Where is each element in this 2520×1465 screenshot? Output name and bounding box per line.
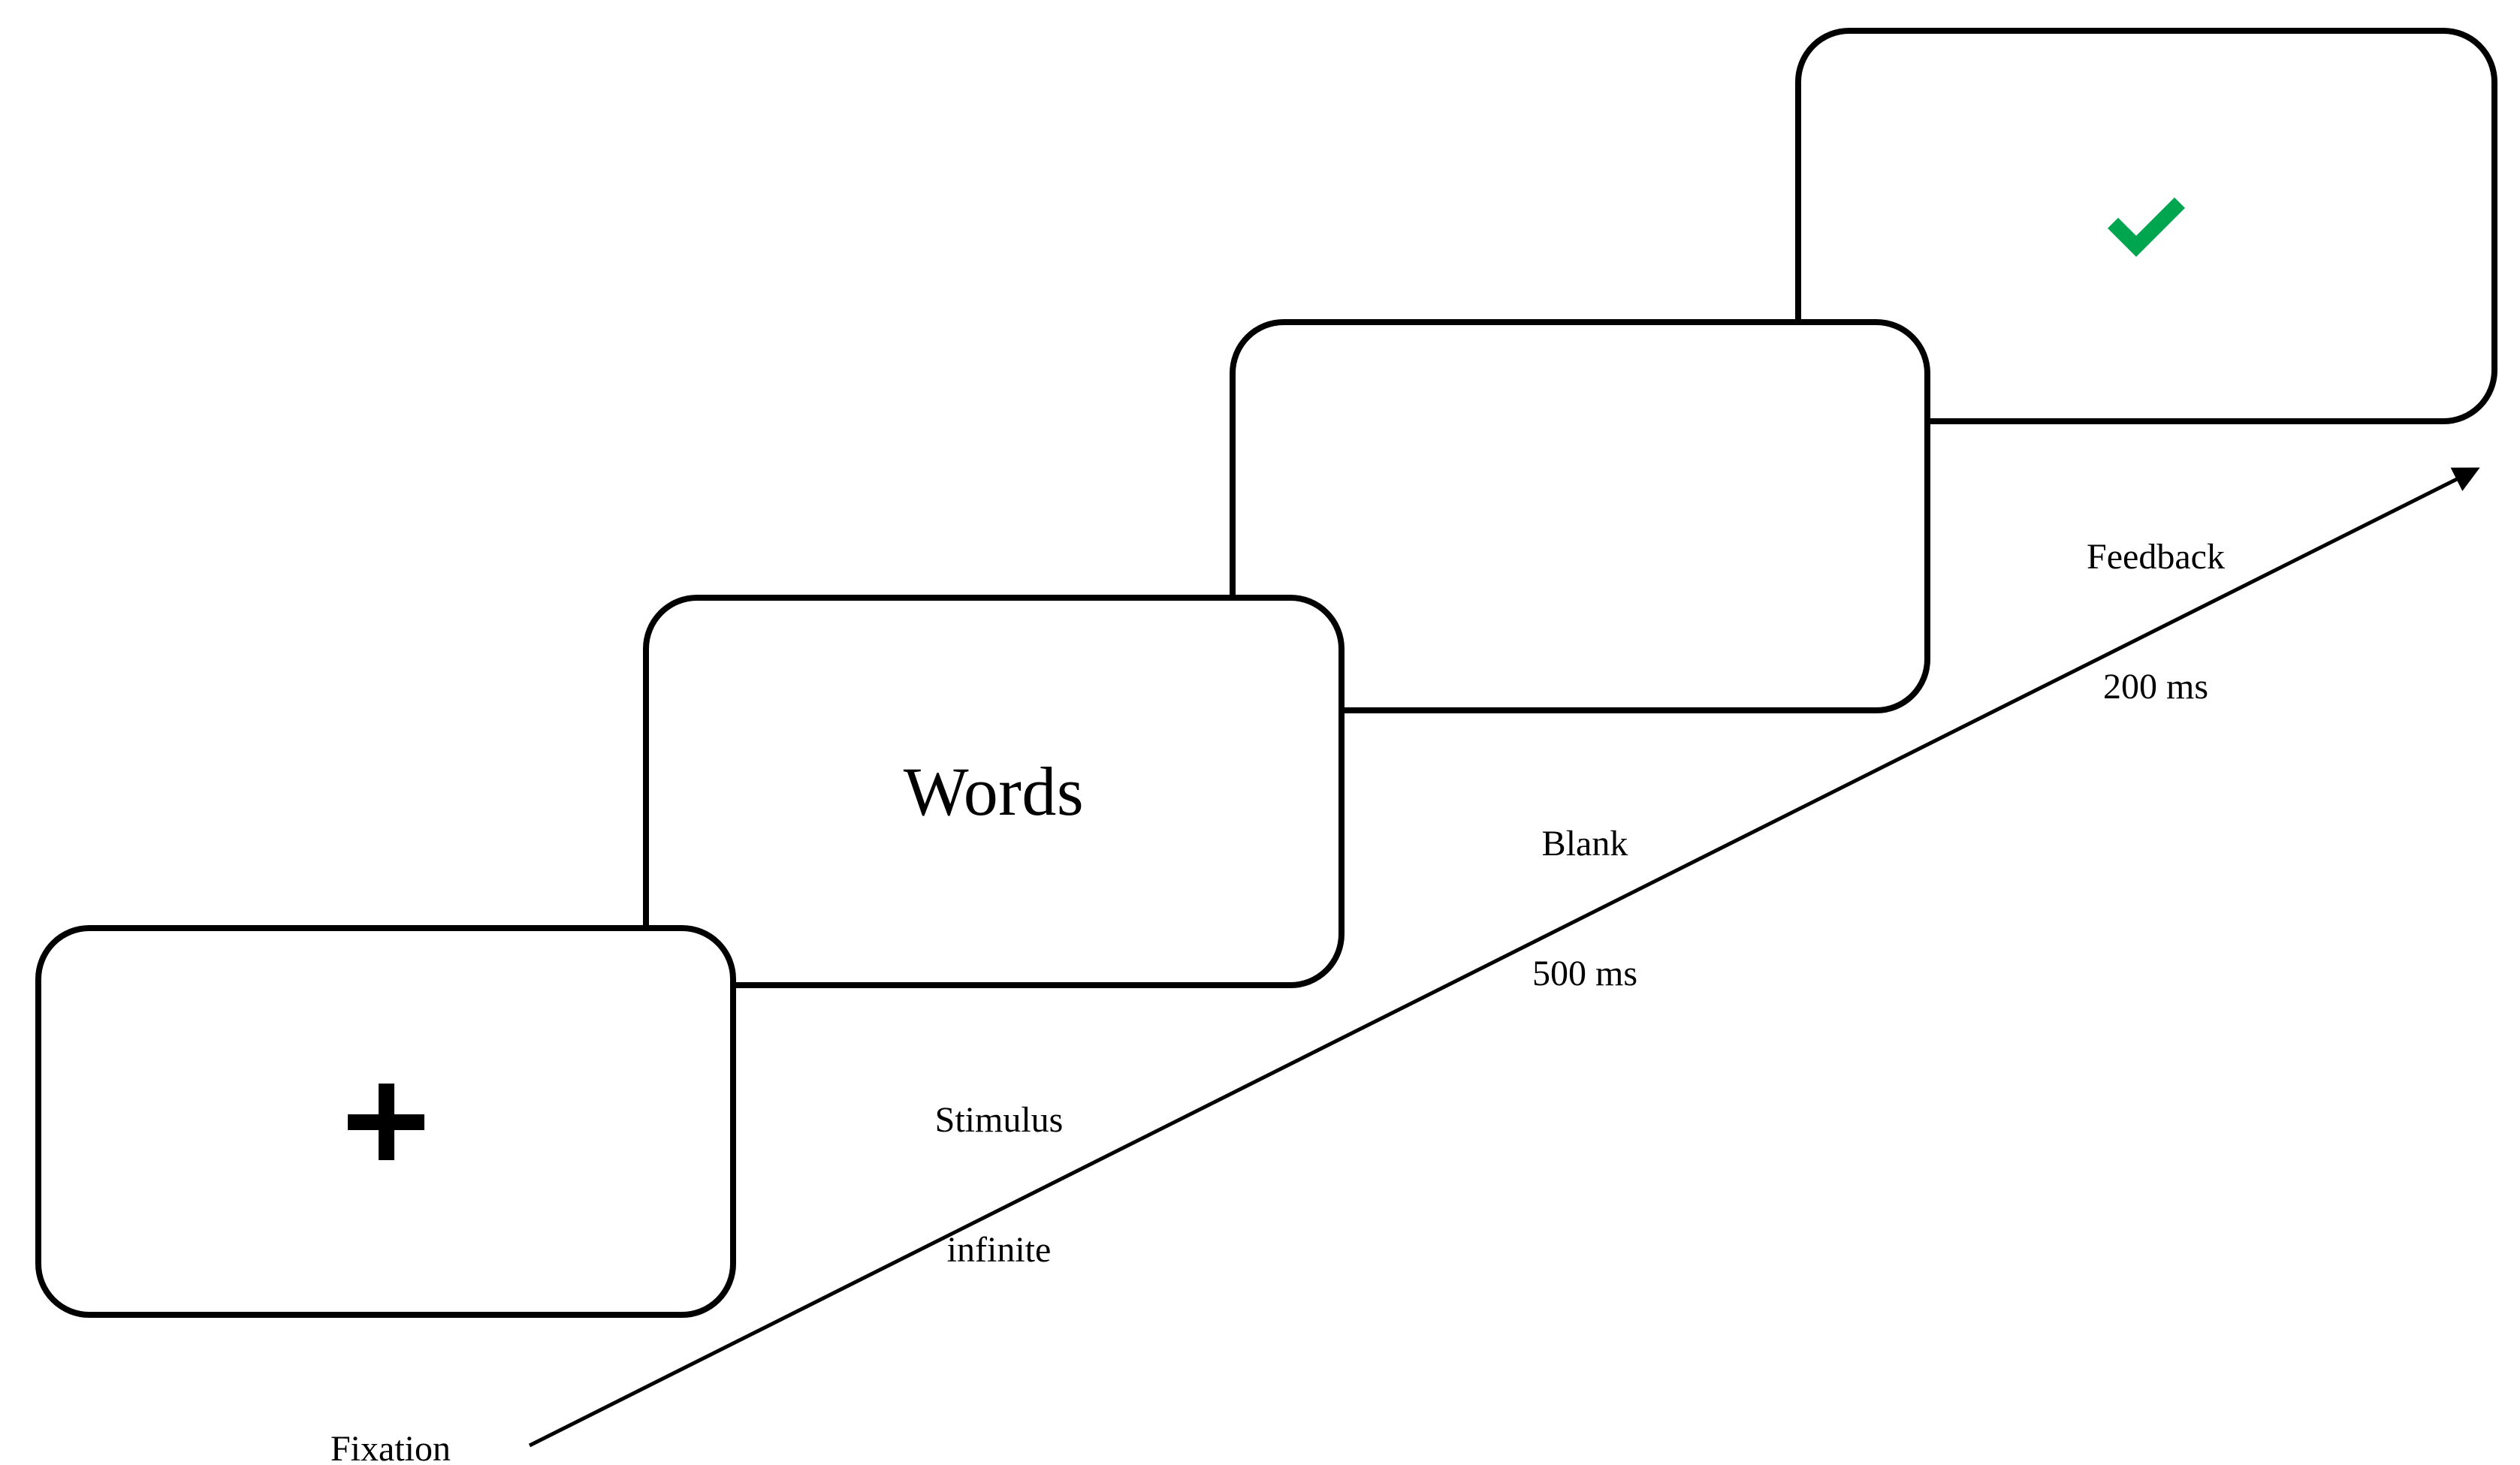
panel-fixation-content (41, 931, 730, 1312)
caption-stimulus-stage: Stimulus (934, 1100, 1064, 1141)
fixation-cross-icon (347, 1083, 424, 1160)
panel-feedback-content (1801, 34, 2491, 418)
caption-blank-stage: Blank (1541, 824, 1628, 864)
check-mark-icon (2107, 197, 2185, 257)
panel-stimulus[interactable]: Words (643, 595, 1345, 988)
caption-stimulus-duration: infinite (946, 1229, 1052, 1270)
caption-fixation-stage: Fixation (330, 1429, 451, 1465)
caption-stimulus: Stimulus infinite (811, 1012, 1187, 1358)
caption-fixation: Fixation 500 ms (203, 1341, 578, 1465)
panel-stimulus-content: Words (649, 601, 1338, 982)
caption-feedback: Feedback 200 ms (1968, 449, 2343, 795)
caption-feedback-stage: Feedback (2087, 537, 2225, 577)
caption-blank: Blank 500 ms (1397, 736, 1773, 1082)
caption-blank-duration: 500 ms (1532, 953, 1637, 993)
stimulus-word-text: Words (903, 753, 1085, 830)
panel-fixation[interactable] (35, 925, 736, 1318)
caption-feedback-duration: 200 ms (2102, 666, 2208, 707)
